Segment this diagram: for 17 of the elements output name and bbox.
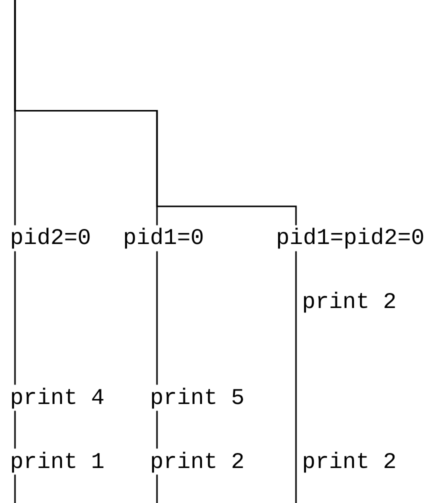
connector-line [156, 251, 158, 385]
process-label: pid2=0 [10, 225, 92, 252]
connector-line [295, 251, 297, 503]
connector-line [14, 251, 16, 385]
connector-line [14, 0, 297, 226]
connector-line [14, 410, 16, 449]
connector-line [14, 474, 16, 503]
process-label: print 4 [10, 384, 105, 411]
output-label: print 2 [302, 448, 397, 475]
process-label: pid1=pid2=0 [276, 225, 425, 252]
connector-line [156, 474, 158, 503]
process-label: print 5 [150, 384, 245, 411]
process-label: pid1=0 [123, 225, 204, 252]
process-label: print 2 [150, 448, 245, 475]
output-label: print 2 [302, 289, 397, 316]
process-label: print 1 [10, 448, 105, 475]
connector-line [156, 410, 158, 449]
